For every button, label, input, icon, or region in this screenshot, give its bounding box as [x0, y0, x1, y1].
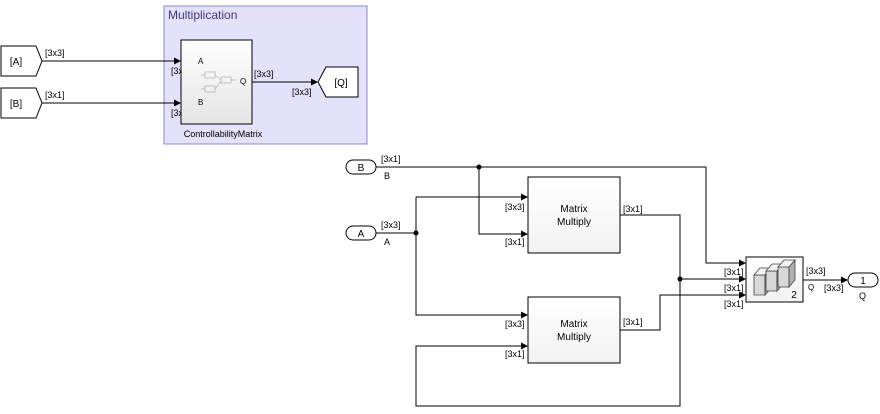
inport-a-signal: [3x3] [381, 220, 401, 230]
concat-dim: 2 [791, 290, 797, 301]
signal-a-line[interactable] [42, 57, 181, 65]
matrix-multiply-block-1[interactable]: Matrix Multiply [527, 176, 621, 254]
matrix-concatenate-block[interactable]: 2 [745, 256, 804, 303]
mm1-out-signal: [3x1] [623, 204, 643, 214]
signal-q-in-label: [3x3] [292, 87, 312, 97]
outport-number: 1 [860, 276, 866, 287]
concat-in1-signal: [3x1] [724, 267, 744, 277]
from-tag-a[interactable]: [A] [0, 45, 43, 77]
mm1-in2-signal: [3x1] [505, 237, 525, 247]
subsystem-port-b: B [198, 98, 203, 107]
signal-b-out-label: [3x1] [45, 90, 65, 100]
matrix-multiply-block-2[interactable]: Matrix Multiply [527, 296, 621, 364]
matrix-multiply-1-line2: Multiply [557, 217, 591, 228]
signal-q-line[interactable] [252, 78, 318, 86]
goto-tag-q-label: [Q] [334, 78, 348, 89]
matrix-multiply-2-line1: Matrix [560, 319, 587, 330]
outport-name: Q [859, 291, 866, 301]
signal-a-out-label: [3x3] [45, 48, 65, 58]
outport-1[interactable]: 1 [847, 272, 879, 288]
concat-in3-signal: [3x1] [724, 299, 744, 309]
inport-b-name: B [384, 171, 390, 181]
concat-out-port-label: Q [808, 283, 814, 292]
mm1-in1-signal: [3x3] [505, 202, 525, 212]
from-tag-a-label: [A] [10, 57, 22, 68]
matrix-multiply-1-line1: Matrix [560, 204, 587, 215]
subsystem-name: ControllabilityMatrix [184, 129, 263, 139]
inport-b[interactable]: B [345, 159, 377, 175]
output-q-signal[interactable] [803, 276, 848, 284]
matrix-multiply-2-line2: Multiply [557, 332, 591, 343]
outport-signal: [3x3] [824, 283, 844, 293]
output-q-out-signal: [3x3] [806, 266, 826, 276]
goto-tag-q[interactable]: [Q] [317, 66, 359, 98]
signal-b-line[interactable] [42, 99, 181, 107]
subsystem-port-q: Q [240, 77, 246, 86]
signal-b-bus[interactable] [376, 164, 746, 267]
inport-a-number: A [358, 229, 365, 240]
mm2-out-signal: [3x1] [623, 317, 643, 327]
subsystem-controllability-matrix[interactable]: A B Q [180, 39, 253, 125]
inport-b-signal: [3x1] [381, 154, 401, 164]
from-tag-b-label: [B] [10, 99, 22, 110]
inport-b-number: B [358, 163, 365, 174]
subsystem-preview-icon [201, 71, 236, 93]
inport-a-name: A [384, 237, 390, 247]
area-title: Multiplication [168, 8, 237, 22]
mm1-output-signal[interactable] [415, 214, 746, 407]
concat-in2-signal: [3x1] [724, 283, 744, 293]
subsystem-port-a: A [198, 57, 204, 66]
mm2-output-signal[interactable] [620, 291, 746, 331]
concatenate-icon [753, 258, 796, 297]
mm2-in1-signal: [3x3] [505, 319, 525, 329]
signal-a-bus[interactable] [376, 193, 528, 319]
from-tag-b[interactable]: [B] [0, 87, 43, 119]
inport-a[interactable]: A [345, 225, 377, 241]
mm2-in2-signal: [3x1] [505, 349, 525, 359]
signal-q-out-label: [3x3] [254, 69, 274, 79]
